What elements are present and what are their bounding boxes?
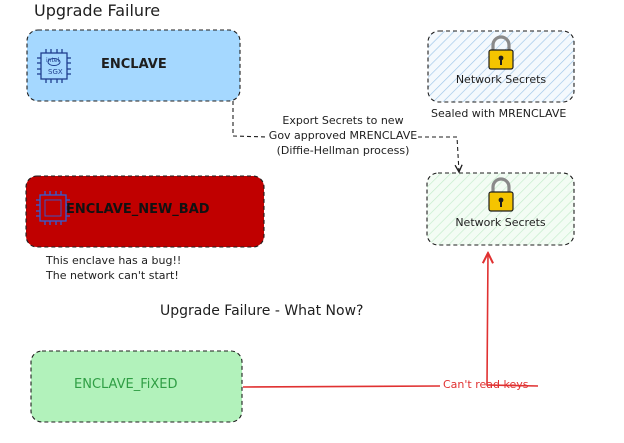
export-note-line1: Export Secrets to new [282,114,404,127]
chip-text-bottom: SGX [48,68,63,76]
red-arrow [242,253,539,388]
enclave-bad-note-line1: This enclave has a bug!! [46,254,182,267]
enclave-bad-box [25,175,265,248]
lock-icon [488,35,514,70]
diagram-title: Upgrade Failure [34,1,161,20]
enclave-bad-note-line2: The network can't start! [46,269,179,282]
secrets-top-caption: Sealed with MRENCLAVE [431,107,567,120]
enclave-label: ENCLAVE [101,57,167,72]
enclave-bad-label: ENCLAVE_NEW_BAD [66,202,210,217]
secrets-top-label: Network Secrets [455,73,547,86]
export-arrow [232,101,459,172]
secrets-bottom-label: Network Secrets [455,216,546,229]
lock-icon-bottom [488,177,514,212]
export-note-line3: (Diffie-Hellman process) [276,144,410,157]
enclave-fixed-label: ENCLAVE_FiXED [74,377,178,392]
cpu-chip-icon-bad [36,191,70,225]
enclave-box [26,29,241,102]
chip-text-top: intel [46,57,60,64]
cpu-chip-icon [37,49,71,83]
export-note-line2: Gov approved MRENCLAVE [268,129,418,142]
enclave-fixed-box [30,350,243,423]
section-subtitle: Upgrade Failure - What Now? [160,303,364,319]
red-arrow-label: Can't read keys [443,378,529,391]
